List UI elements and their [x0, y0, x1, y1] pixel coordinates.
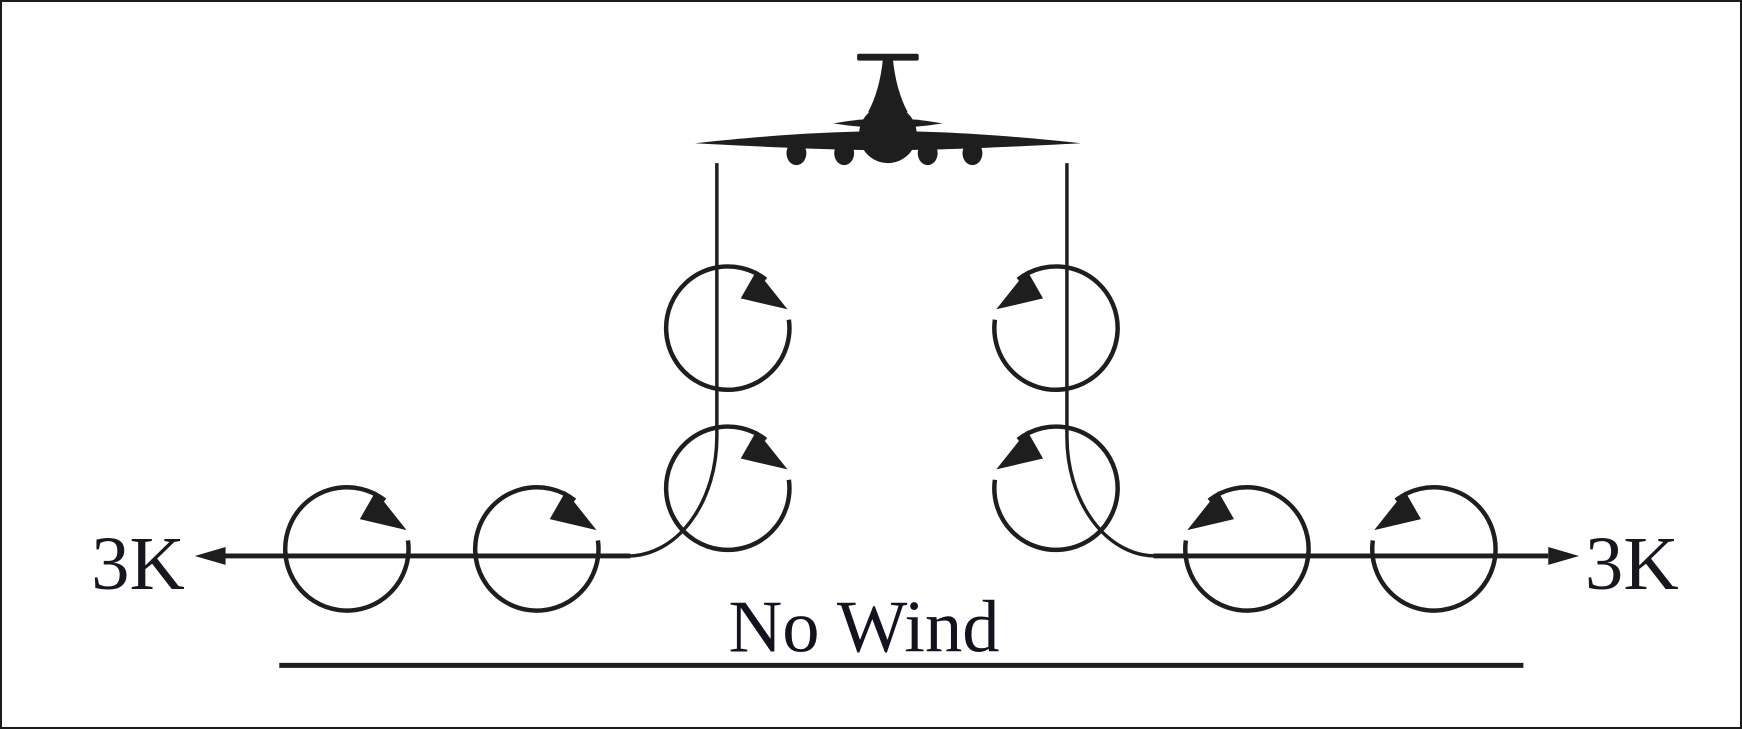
vortex-circle [475, 487, 598, 610]
vortex-circle [666, 266, 789, 389]
left-trail-descent-line [628, 163, 719, 558]
right-arrowhead-icon [1548, 546, 1580, 565]
right-vortex-trail [994, 163, 1580, 610]
vortex-circle [285, 487, 408, 610]
vortex-circle [994, 427, 1117, 550]
airplane-icon [694, 53, 1081, 166]
vortex-circle [666, 427, 789, 550]
right-speed-label: 3K [1585, 521, 1679, 606]
vortex-circle [1372, 487, 1495, 610]
left-vortex-trail [194, 163, 790, 610]
wind-condition-label: No Wind [728, 586, 999, 668]
vortex-circle [1185, 487, 1308, 610]
vortex-circle [994, 266, 1117, 389]
right-trail-descent-line [1065, 163, 1156, 558]
left-arrowhead-icon [194, 546, 226, 565]
left-speed-label: 3K [91, 521, 185, 606]
